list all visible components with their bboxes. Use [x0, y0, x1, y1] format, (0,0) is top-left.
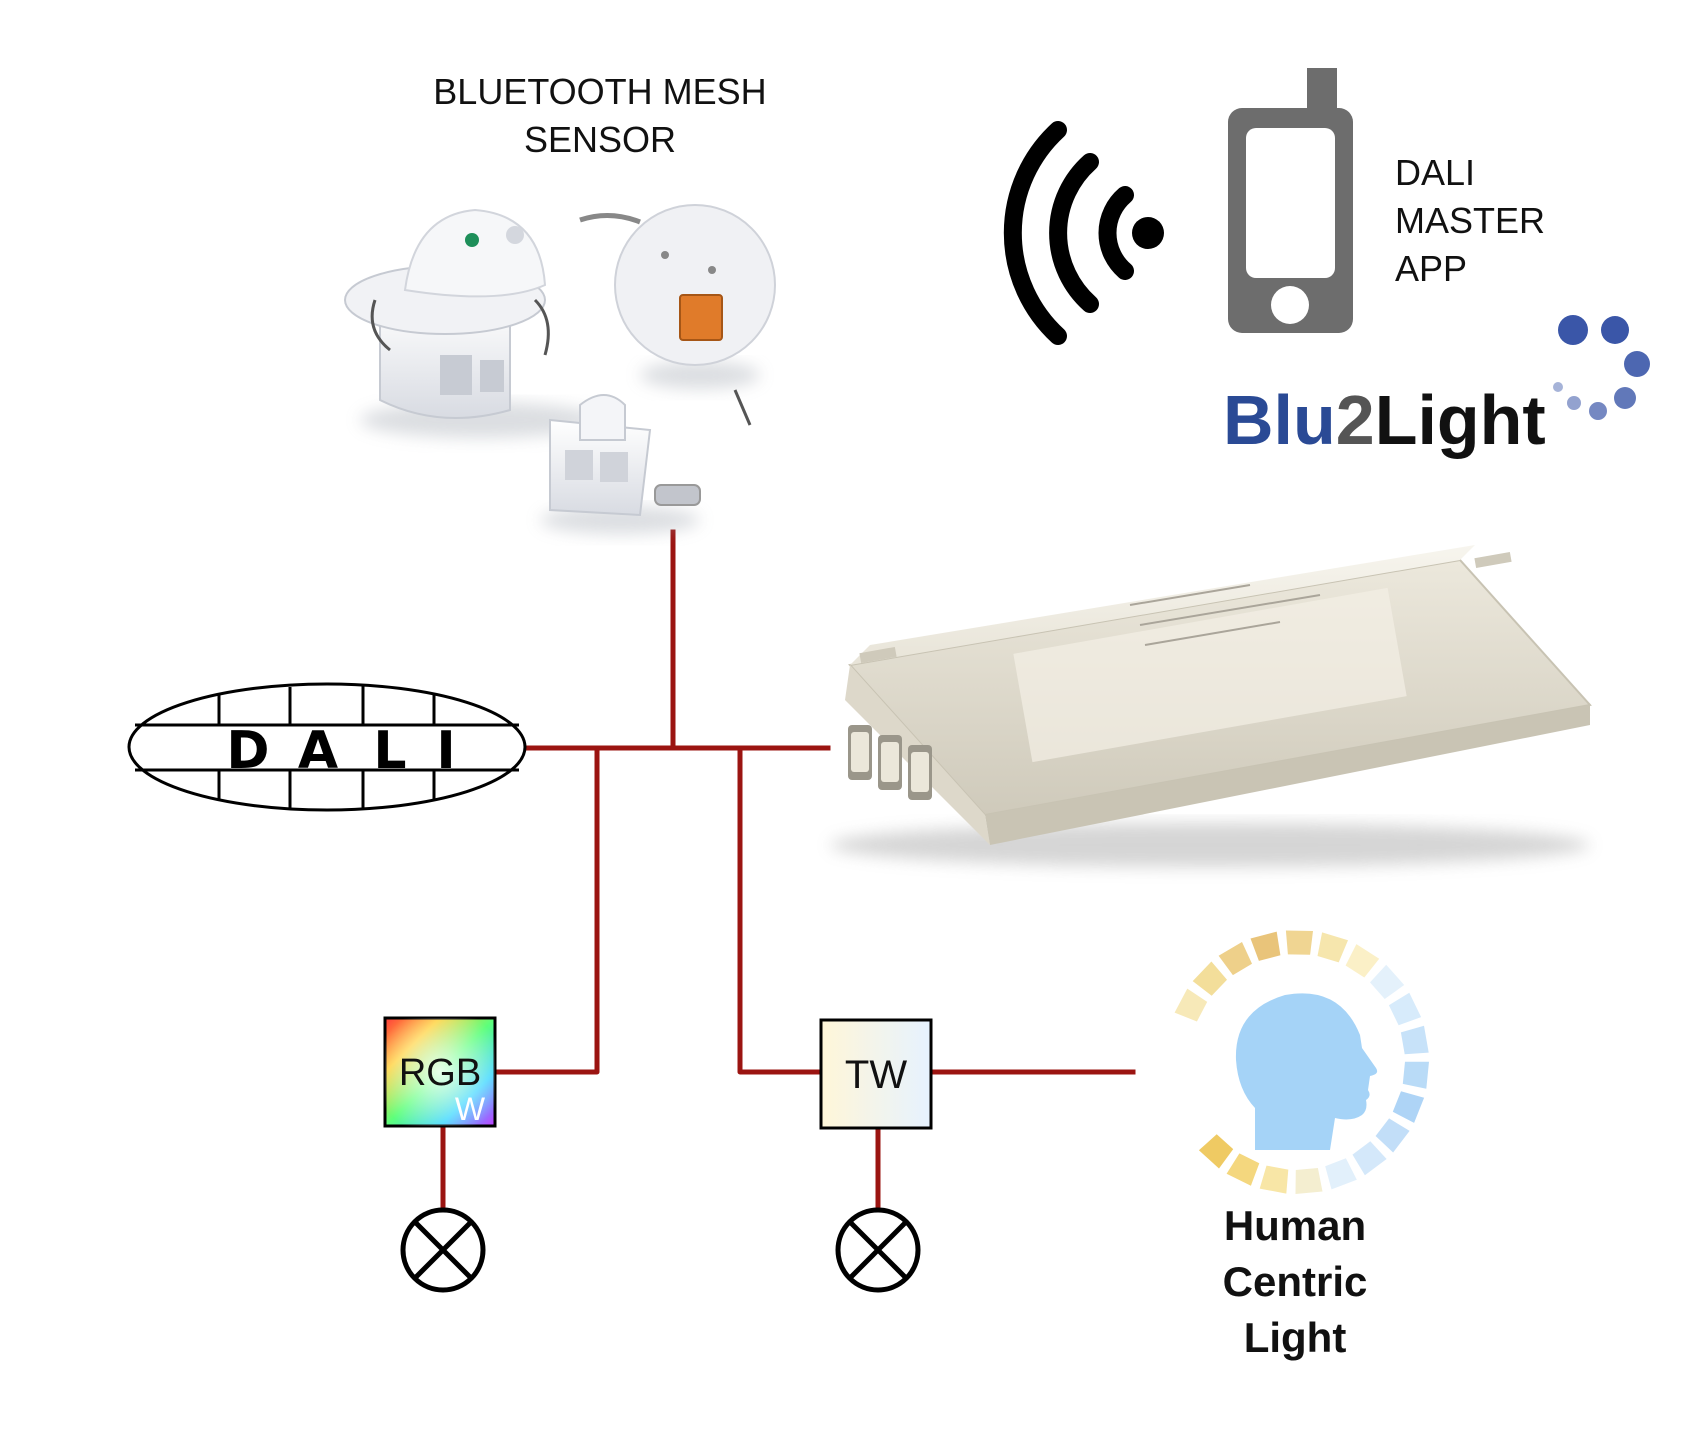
hcl-label-line3: Light: [1244, 1314, 1347, 1361]
blu2light-logo: Blu2Light: [1223, 315, 1650, 459]
rgbw-driver: RGB W: [383, 1016, 497, 1128]
dali-letter-d: D: [226, 721, 269, 781]
tw-label: TW: [845, 1053, 907, 1097]
hcl-label-line1: Human: [1224, 1202, 1366, 1249]
dali-controller-icon: [830, 545, 1592, 867]
ring-segment: [1174, 988, 1208, 1022]
app-label-line3: APP: [1395, 248, 1467, 289]
sensor-label-line1: BLUETOOTH MESH: [433, 71, 766, 112]
lamp-symbol-icon: [400, 1207, 486, 1293]
ring-segment: [1370, 964, 1405, 999]
rgbw-label-main: RGB: [399, 1052, 481, 1094]
smartphone-icon: [1228, 68, 1353, 333]
sensor-label-line2: SENSOR: [524, 119, 676, 160]
ring-segment: [1295, 1168, 1323, 1194]
color-temperature-ring: [1174, 930, 1429, 1194]
human-centric-light-icon: [1174, 930, 1429, 1194]
tw-driver: TW: [819, 1018, 933, 1130]
motion-sensor-icon: [344, 204, 776, 534]
app-label-line2: MASTER: [1395, 200, 1545, 241]
ring-segment: [1388, 992, 1422, 1026]
ring-segment: [1400, 1025, 1429, 1055]
dali-logo: D A L I: [127, 682, 527, 812]
ring-segment: [1345, 944, 1380, 978]
ring-segment: [1259, 1165, 1289, 1194]
lamp-symbol-icon: [835, 1207, 921, 1293]
ring-segment: [1192, 961, 1227, 996]
ring-segment: [1392, 1091, 1425, 1123]
brand-dots-icon: [1553, 315, 1650, 420]
ring-segment: [1198, 1134, 1234, 1169]
dali-bus-wires: [440, 529, 1136, 1213]
ring-segment: [1352, 1141, 1387, 1176]
human-head-icon: [1235, 993, 1378, 1150]
ring-segment: [1250, 931, 1281, 961]
dali-letter-l: L: [373, 721, 406, 781]
rgbw-label-sub: W: [455, 1091, 486, 1127]
brand-wordmark: Blu2Light: [1223, 381, 1546, 459]
ring-segment: [1285, 930, 1313, 955]
ring-segment: [1317, 932, 1348, 963]
ring-segment: [1218, 942, 1252, 976]
app-label-line1: DALI: [1395, 152, 1475, 193]
wire-tw-branch: [737, 745, 824, 1075]
wire-rgbw-branch: [492, 745, 600, 1075]
dali-letter-a: A: [298, 721, 338, 781]
hcl-label-line2: Centric: [1223, 1258, 1368, 1305]
ring-segment: [1226, 1153, 1260, 1186]
ring-segment: [1375, 1118, 1410, 1153]
dali-letter-i: I: [436, 721, 455, 781]
ring-segment: [1402, 1061, 1429, 1089]
wireless-signal-icon: [1003, 121, 1164, 345]
ring-segment: [1325, 1158, 1357, 1190]
